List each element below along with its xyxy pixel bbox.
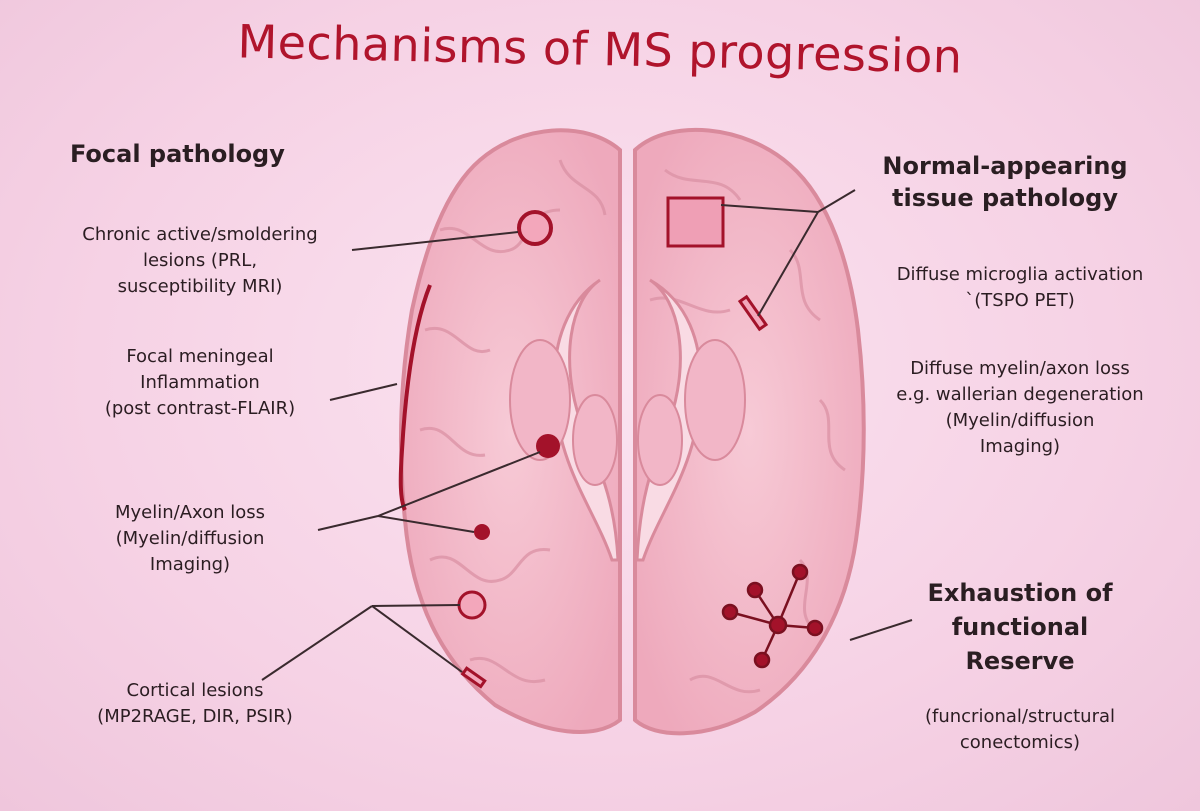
pointer-lines bbox=[261, 189, 913, 681]
heading-normal-appearing-line1: Normal-appearing bbox=[882, 152, 1128, 180]
label-cortical: Cortical lesions (MP2RAGE, DIR, PSIR) bbox=[60, 678, 330, 730]
heading-exhaustion-line2: functional bbox=[951, 613, 1089, 641]
label-meningeal-1: Focal meningeal bbox=[126, 346, 274, 367]
label-myelin-axon-2: (Myelin/diffusion bbox=[115, 528, 265, 549]
label-chronic-active-1: Chronic active/smoldering bbox=[82, 224, 318, 245]
label-myelin-axon-1: Myelin/Axon loss bbox=[114, 502, 266, 523]
deep-lesion bbox=[536, 434, 560, 458]
label-meningeal-3: (post contrast-FLAIR) bbox=[104, 398, 296, 419]
label-connectomics-2: conectomics) bbox=[959, 732, 1081, 753]
basal-ganglia bbox=[509, 339, 746, 486]
label-myelin-axon: Myelin/Axon loss (Myelin/diffusion Imagi… bbox=[70, 500, 310, 578]
label-diffuse-myelin-3: (Myelin/diffusion bbox=[945, 410, 1095, 431]
heading-normal-appearing: Normal-appearing tissue pathology bbox=[860, 150, 1150, 214]
label-myelin-axon-3: Imaging) bbox=[149, 554, 231, 575]
label-cortical-2: (MP2RAGE, DIR, PSIR) bbox=[97, 706, 293, 727]
heading-focal-pathology: Focal pathology bbox=[70, 140, 285, 168]
label-connectomics-1: (funcrional/structural bbox=[924, 706, 1116, 727]
label-chronic-active-3: susceptibility MRI) bbox=[117, 276, 283, 297]
label-chronic-active: Chronic active/smoldering lesions (PRL, … bbox=[40, 222, 360, 300]
label-microglia: Diffuse microglia activation `(TSPO PET) bbox=[865, 262, 1175, 314]
juxtacortical-lesion bbox=[474, 524, 490, 540]
cortical-lesion-light bbox=[457, 590, 487, 620]
heading-exhaustion-line1: Exhaustion of bbox=[927, 579, 1113, 607]
label-chronic-active-2: lesions (PRL, bbox=[142, 250, 258, 271]
label-microglia-2: `(TSPO PET) bbox=[965, 290, 1075, 311]
label-diffuse-myelin-1: Diffuse myelin/axon loss bbox=[910, 358, 1130, 379]
heading-normal-appearing-line2: tissue pathology bbox=[892, 184, 1118, 212]
microglia-lesion bbox=[737, 294, 769, 332]
label-diffuse-myelin: Diffuse myelin/axon loss e.g. wallerian … bbox=[860, 356, 1180, 460]
label-cortical-1: Cortical lesions bbox=[126, 680, 264, 701]
heading-exhaustion: Exhaustion of functional Reserve bbox=[905, 576, 1135, 678]
label-connectomics: (funcrional/structural conectomics) bbox=[900, 704, 1140, 756]
label-meningeal: Focal meningeal Inflammation (post contr… bbox=[70, 344, 330, 422]
meningeal-inflammation bbox=[398, 284, 432, 511]
label-meningeal-2: Inflammation bbox=[140, 372, 260, 393]
label-microglia-1: Diffuse microglia activation bbox=[896, 264, 1144, 285]
left-hemisphere bbox=[398, 128, 622, 734]
connectome-network bbox=[721, 563, 824, 669]
heading-exhaustion-line3: Reserve bbox=[965, 647, 1075, 675]
label-diffuse-myelin-2: e.g. wallerian degeneration bbox=[896, 384, 1144, 405]
cortical-lesion-edge bbox=[460, 666, 487, 689]
label-diffuse-myelin-4: Imaging) bbox=[979, 436, 1061, 457]
chronic-active-lesion bbox=[517, 210, 553, 246]
normal-appearing-tissue-square bbox=[666, 196, 725, 248]
